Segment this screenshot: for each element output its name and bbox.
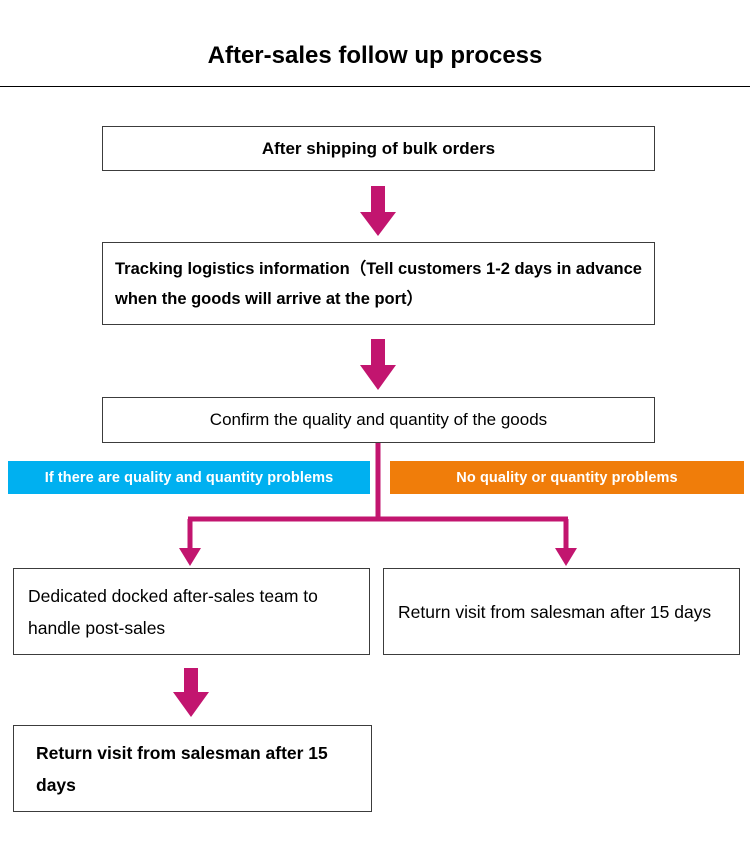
node-label: Dedicated docked after-sales team to han… [28, 585, 318, 638]
node-label: After shipping of bulk orders [261, 138, 496, 158]
block-arrow-down-dedicated-to-return-visit [173, 668, 209, 717]
condition-bar-no-quality-quantity-problems[interactable]: No quality or quantity problems [390, 461, 744, 494]
node-dedicated-docked-after-sales-team[interactable]: Dedicated docked after-sales team to han… [13, 568, 370, 655]
arrowhead-down-right-branch [555, 548, 577, 566]
node-tracking-logistics-information[interactable]: Tracking logistics information（Tell cust… [102, 242, 655, 325]
arrowhead-down-left-branch [179, 548, 201, 566]
node-label: Tracking logistics information（Tell cust… [115, 259, 642, 308]
condition-bar-label: If there are quality and quantity proble… [44, 469, 334, 486]
block-arrow-down-ship-to-tracking [360, 186, 396, 236]
block-arrow-down-tracking-to-confirm [360, 339, 396, 390]
node-label: Return visit from salesman after 15 days [36, 742, 328, 795]
node-confirm-quality-and-quantity[interactable]: Confirm the quality and quantity of the … [102, 397, 655, 443]
node-return-visit-from-salesman-bottom[interactable]: Return visit from salesman after 15 days [13, 725, 372, 812]
node-label: Confirm the quality and quantity of the … [209, 410, 548, 429]
node-label: Return visit from salesman after 15 days [398, 601, 712, 622]
node-after-shipping-of-bulk-orders[interactable]: After shipping of bulk orders [102, 126, 655, 171]
title-divider [0, 86, 750, 87]
node-return-visit-from-salesman-right[interactable]: Return visit from salesman after 15 days [383, 568, 740, 655]
page-title: After-sales follow up process [207, 42, 543, 69]
condition-bar-label: No quality or quantity problems [456, 469, 678, 486]
condition-bar-quality-quantity-problems[interactable]: If there are quality and quantity proble… [8, 461, 370, 494]
